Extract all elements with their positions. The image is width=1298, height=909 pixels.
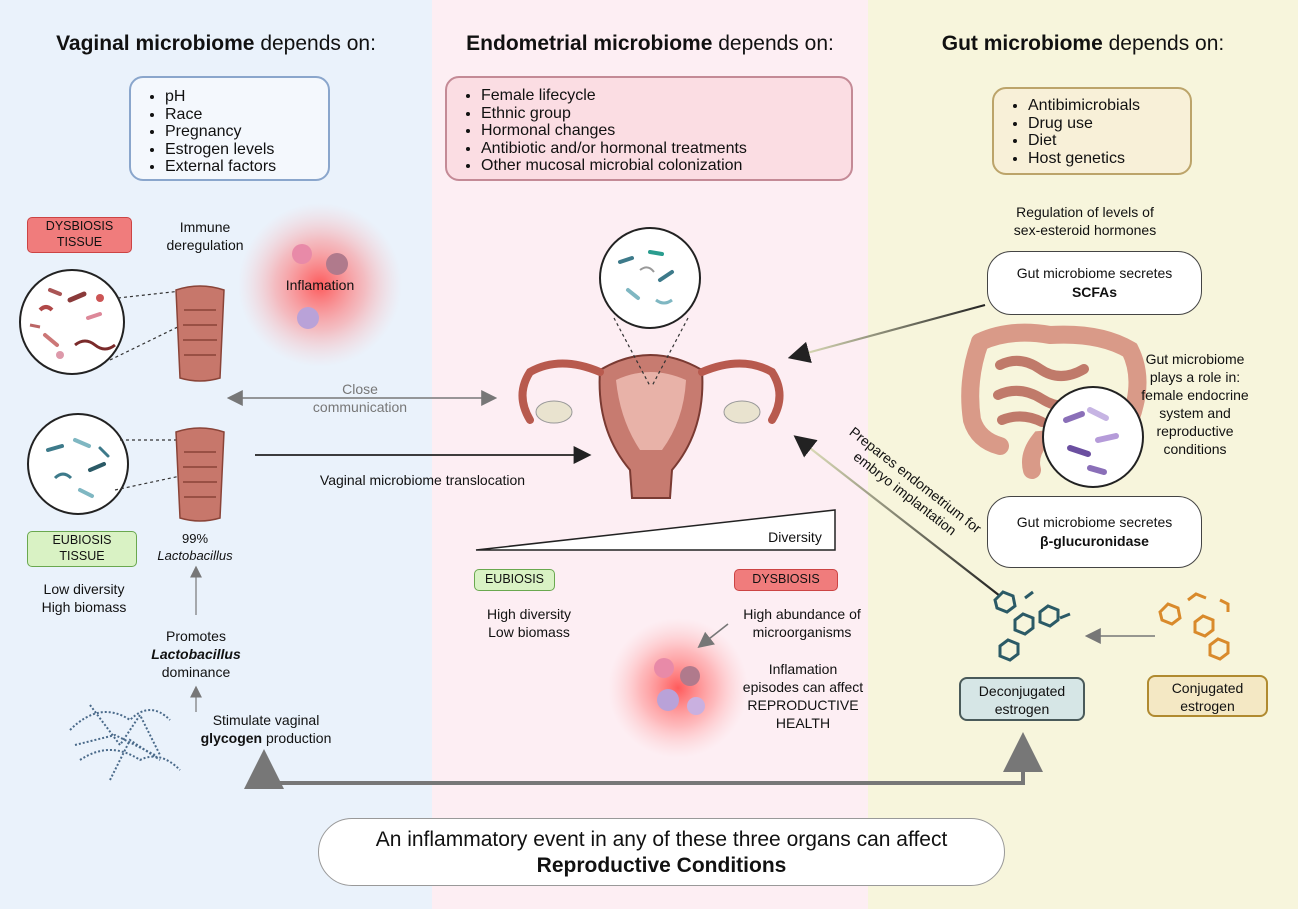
immune-cell-icon	[297, 307, 319, 329]
factor-item: Ethnic group	[481, 105, 851, 123]
endometrial-title: Endometrial microbiome depends on:	[466, 32, 834, 55]
dysbiosis-vaginal-tissue-icon	[175, 285, 225, 382]
eubiosis-tag: EUBIOSIS	[474, 569, 555, 591]
factor-item: Antibiotic and/or hormonal treatments	[481, 140, 851, 158]
immune-cell-icon	[680, 666, 700, 686]
gut-microbes-icon	[1042, 386, 1144, 488]
factor-item: Host genetics	[1028, 150, 1190, 168]
immune-cell-icon	[326, 253, 348, 275]
inflammation-glow	[608, 618, 748, 758]
factor-item: Estrogen levels	[165, 141, 328, 159]
diversity-wedge	[475, 509, 836, 551]
vaginal-title: Vaginal microbiome depends on:	[56, 32, 376, 55]
inflamation-label: Inflamation	[285, 277, 355, 293]
factor-item: External factors	[165, 158, 328, 176]
gut-factors-box: Antibimicrobials Drug use Diet Host gene…	[992, 87, 1192, 175]
vaginal-factors-box: pH Race Pregnancy Estrogen levels Extern…	[129, 76, 330, 181]
factor-item: Female lifecycle	[481, 87, 851, 105]
translocation-label: Vaginal microbiome translocation	[319, 472, 526, 488]
factor-item: Race	[165, 106, 328, 124]
factor-item: Drug use	[1028, 115, 1190, 133]
factor-item: Diet	[1028, 132, 1190, 150]
eubiosis-vaginal-tissue-icon	[175, 427, 225, 522]
uterus-icon	[518, 354, 784, 499]
glycogen-network-icon	[69, 704, 181, 781]
factor-item: pH	[165, 88, 328, 106]
dysbiosis-tag: DYSBIOSIS	[734, 569, 838, 591]
endometrial-microbes-icon	[599, 227, 701, 329]
factor-item: Other mucosal microbial colonization	[481, 157, 851, 175]
immune-cell-icon	[292, 244, 312, 264]
abundance-arrow	[697, 623, 729, 648]
inflammation-glow	[238, 203, 402, 367]
footer-conclusion: An inflammatory event in any of these th…	[318, 818, 1005, 886]
estrogen-arrow	[793, 435, 1001, 597]
dysbiosis-microbes-icon	[19, 269, 125, 375]
factor-item: Antibimicrobials	[1028, 97, 1190, 115]
gut-title: Gut microbiome depends on:	[941, 32, 1225, 55]
feedback-loop-arrow	[244, 732, 1043, 789]
conjugated-estrogen-molecule-icon	[1158, 592, 1230, 661]
factor-item: Hormonal changes	[481, 122, 851, 140]
lactobacillus-percent-label: 99%Lactobacillus	[157, 531, 233, 563]
immune-cell-icon	[657, 689, 679, 711]
scfa-arrow	[787, 303, 986, 364]
factor-item: Pregnancy	[165, 123, 328, 141]
endometrial-factors-box: Female lifecycle Ethnic group Hormonal c…	[445, 76, 853, 181]
eubiosis-microbes-icon	[27, 413, 129, 515]
diversity-label: Diversity	[768, 529, 822, 545]
deconjugated-estrogen-molecule-icon	[993, 590, 1071, 662]
immune-cell-icon	[654, 658, 674, 678]
immune-cell-icon	[687, 697, 705, 715]
